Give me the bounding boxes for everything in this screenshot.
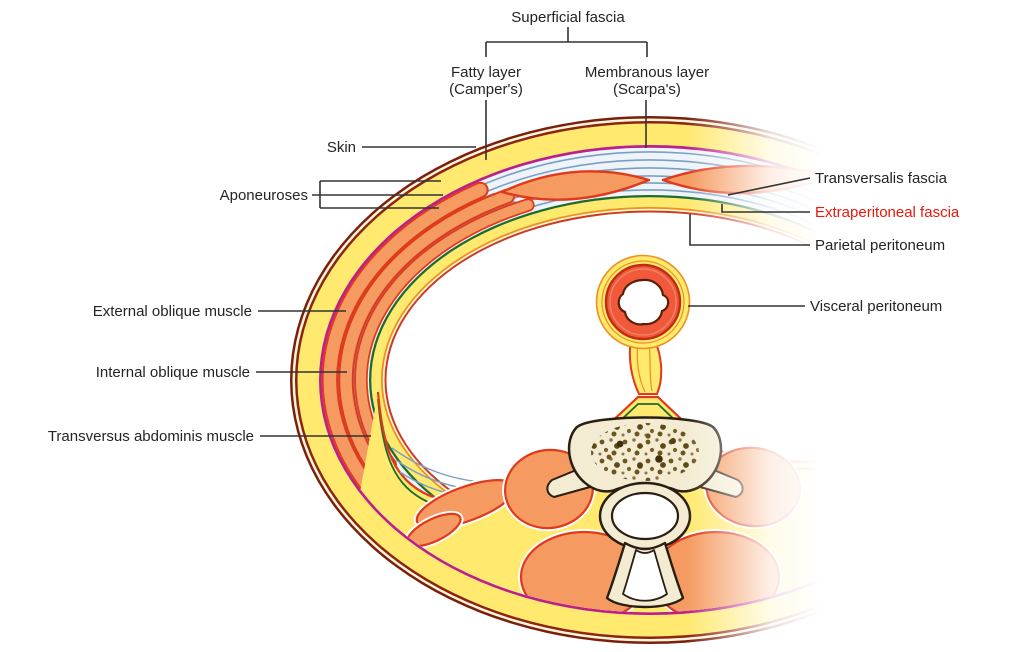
external-oblique-band [321, 181, 489, 511]
label-extraperitoneal-fascia: Extraperitoneal fascia [815, 204, 960, 221]
spongy-bone-texture [591, 423, 699, 481]
leader-aponeuroses-bracket [312, 180, 443, 209]
rectus-abdominis-left [500, 170, 651, 201]
leader-lines [256, 27, 811, 437]
label-fatty-layer: Fatty layer [451, 64, 521, 81]
label-fatty-layer-campers: (Camper's) [449, 81, 523, 98]
label-membranous-layer: Membranous layer [585, 64, 709, 81]
label-superficial-fascia: Superficial fascia [511, 9, 625, 26]
gut-tube [595, 254, 691, 350]
gut-lumen [617, 278, 670, 326]
labels: Superficial fascia Fatty layer (Camper's… [48, 9, 960, 445]
label-visceral-peritoneum: Visceral peritoneum [810, 298, 942, 315]
label-internal-oblique: Internal oblique muscle [96, 364, 250, 381]
leader-extraperitoneal-fascia [721, 204, 810, 213]
flank-muscle-bands [321, 181, 535, 511]
label-skin: Skin [327, 139, 356, 156]
label-transversus-abdominis: Transversus abdominis muscle [48, 428, 254, 445]
leader-parietal-peritoneum [689, 214, 810, 246]
label-membranous-layer-scarpas: (Scarpa's) [613, 81, 681, 98]
label-aponeuroses: Aponeuroses [220, 187, 308, 204]
label-transversalis-fascia: Transversalis fascia [815, 170, 948, 187]
transversus-abdominis-band [354, 198, 535, 472]
vertebral-foramen [610, 491, 680, 541]
fade-overlay [686, 0, 1024, 652]
label-external-oblique: External oblique muscle [93, 303, 252, 320]
leader-superficial-fascia-bracket [485, 27, 648, 57]
spinous-process-channel [622, 549, 668, 602]
leader-transversalis-fascia [727, 177, 811, 196]
label-parietal-peritoneum: Parietal peritoneum [815, 237, 945, 254]
